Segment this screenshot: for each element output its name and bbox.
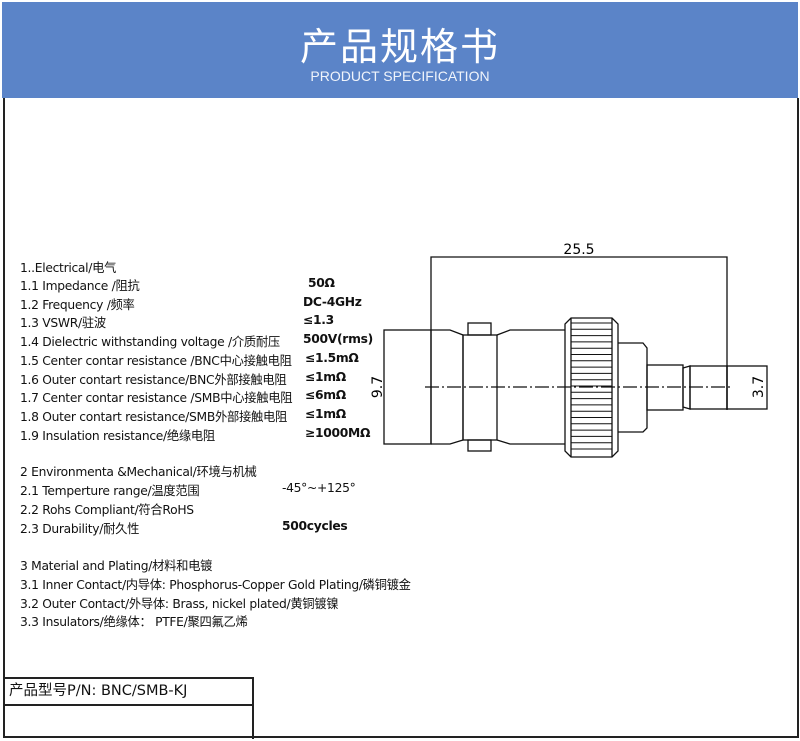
spec-label: 1.8 Outer contart resistance/SMB外部接触电阻 bbox=[20, 410, 287, 424]
part-number-box: 产品型号P/N: BNC/SMB-KJ bbox=[3, 677, 254, 739]
spec-value: 500cycles bbox=[282, 519, 348, 533]
spec-label: 1.2 Frequency /频率 bbox=[20, 298, 135, 312]
dimension-length-label: 25.5 bbox=[563, 242, 594, 258]
spec-value: ≤6mΩ bbox=[305, 388, 346, 402]
page-subtitle: PRODUCT SPECIFICATION bbox=[310, 68, 490, 84]
spec-label: 2.3 Durability/耐久性 bbox=[20, 522, 140, 536]
spec-value: ≤1.3 bbox=[303, 313, 334, 327]
dimension-line-length bbox=[430, 256, 728, 444]
spec-label: 3.2 Outer Contact/外导体: Brass, nickel pla… bbox=[20, 597, 339, 611]
spec-label: 2.2 Rohs Compliant/符合RoHS bbox=[20, 503, 194, 517]
dimension-tip-diameter-label: 3.7 bbox=[751, 376, 767, 398]
spec-value: 50Ω bbox=[308, 276, 335, 290]
spec-value: -45°~+125° bbox=[282, 481, 356, 495]
part-number: 产品型号P/N: BNC/SMB-KJ bbox=[3, 679, 252, 706]
spec-label: 1.4 Dielectric withstanding voltage /介质耐… bbox=[20, 335, 280, 349]
content-frame bbox=[3, 98, 799, 738]
smb-tip bbox=[726, 365, 768, 410]
spec-label: 1.5 Center contar resistance /BNC中心接触电阻 bbox=[20, 354, 292, 368]
spec-value: ≥1000MΩ bbox=[305, 426, 371, 440]
section-heading: 2 Environmenta &Mechanical/环境与机械 bbox=[20, 465, 257, 479]
spec-label: 1.3 VSWR/驻波 bbox=[20, 316, 106, 330]
section-heading: 1..Electrical/电气 bbox=[20, 261, 117, 275]
spec-label: 1.9 Insulation resistance/绝缘电阻 bbox=[20, 429, 215, 443]
spec-label: 1.1 Impedance /阻抗 bbox=[20, 279, 140, 293]
header-banner: 产品规格书 PRODUCT SPECIFICATION bbox=[2, 2, 798, 98]
spec-label: 1.6 Outer contart resistance/BNC外部接触电阻 bbox=[20, 373, 287, 387]
spec-label: 3.1 Inner Contact/内导体: Phosphorus-Copper… bbox=[20, 578, 411, 592]
page-title: 产品规格书 bbox=[299, 25, 500, 69]
spec-value: ≤1mΩ bbox=[305, 407, 346, 421]
dimension-body-diameter-label: 9.7 bbox=[370, 376, 386, 398]
spec-value: DC-4GHz bbox=[303, 295, 362, 309]
spec-value: ≤1mΩ bbox=[305, 370, 346, 384]
section-heading: 3 Material and Plating/材料和电镀 bbox=[20, 559, 213, 573]
bnc-body bbox=[383, 329, 432, 445]
spec-label: 2.1 Temperture range/温度范围 bbox=[20, 484, 200, 498]
spec-value: ≤1.5mΩ bbox=[305, 351, 359, 365]
spec-label: 3.3 Insulators/绝缘体： PTFE/聚四氟乙烯 bbox=[20, 615, 248, 629]
spec-value: 500V(rms) bbox=[303, 332, 373, 346]
spec-label: 1.7 Center contar resistance /SMB中心接触电阻 bbox=[20, 391, 293, 405]
